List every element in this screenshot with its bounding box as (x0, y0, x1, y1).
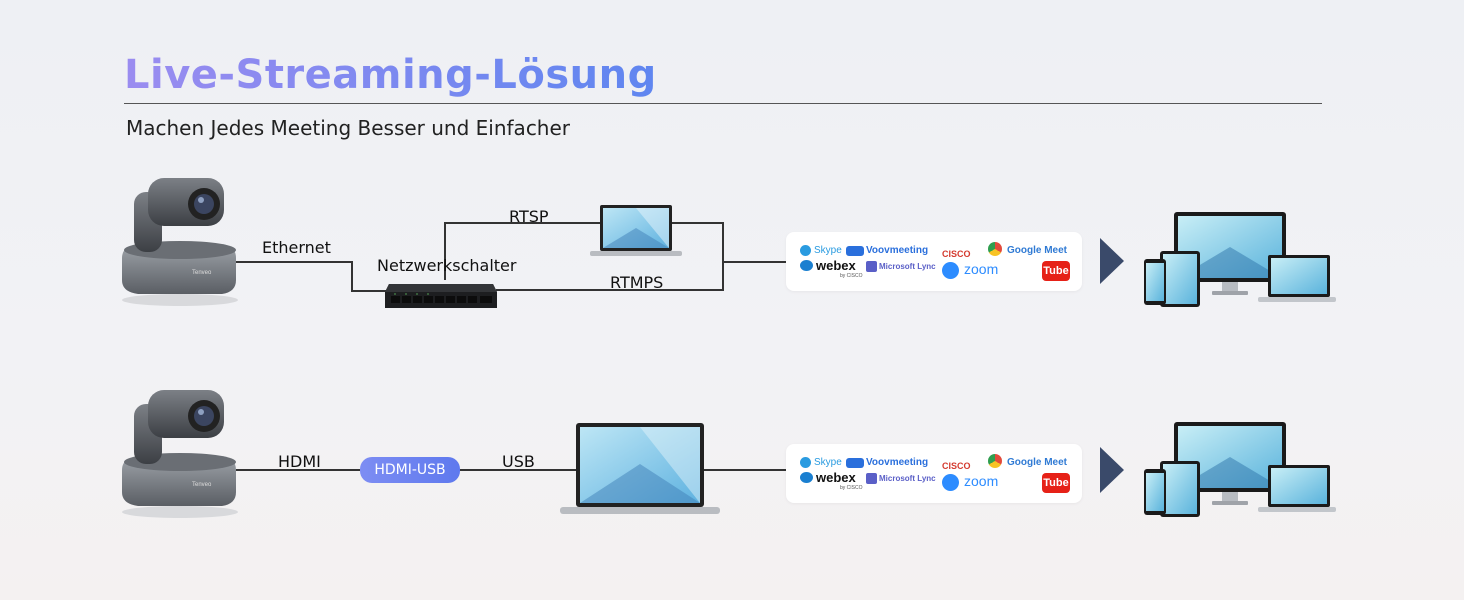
ptz-camera-2: Tenveo (122, 390, 238, 518)
voov-icon (846, 246, 864, 256)
title-divider (124, 103, 1322, 104)
wire-ethernet-down (351, 261, 353, 291)
ethernet-label: Ethernet (262, 238, 331, 257)
wire-hdmi (236, 469, 362, 471)
skype-logo-text: Skype (814, 245, 842, 256)
skype-icon (800, 245, 811, 256)
platforms-card-1: Skype Voovmeeting CISCO Google Meet webe… (786, 232, 1082, 291)
wire-rtmps (496, 289, 724, 291)
google-meet-logo-text: Google Meet (1007, 245, 1068, 256)
zoom-logo-text: zoom (964, 261, 999, 277)
zoom-icon (942, 262, 959, 279)
rtmps-label: RTMPS (610, 273, 664, 292)
camera-brand-text-2: Tenveo (192, 482, 212, 488)
wire-right-riser (722, 222, 724, 291)
wire-usb (458, 469, 578, 471)
zoom-icon (942, 474, 959, 491)
skype-icon (800, 457, 811, 468)
voov-logo-text: Voovmeeting (866, 457, 929, 468)
cisco-logo-text: CISCO (942, 461, 971, 471)
voov-icon (846, 458, 864, 468)
voov-logo-text: Voovmeeting (866, 245, 929, 256)
switch-label: Netzwerkschalter (377, 256, 517, 275)
wire-rtsp (444, 222, 604, 224)
webex-logo-text: webex (816, 470, 856, 485)
webex-sub-text: by CISCO (840, 273, 863, 279)
wire-rtsp-up (444, 222, 446, 280)
webex-icon (800, 260, 813, 271)
wire-to-platforms-2 (702, 469, 788, 471)
ptz-camera-1: Tenveo (122, 178, 238, 306)
hdmi-usb-adapter: HDMI-USB (360, 457, 460, 483)
google-meet-logo-text: Google Meet (1007, 457, 1068, 468)
devices-cluster-1 (1144, 212, 1336, 307)
arrow-right-icon (1100, 238, 1124, 284)
webex-icon (800, 472, 813, 483)
arrow-right-icon (1100, 447, 1124, 493)
chrome-icon (988, 242, 1002, 256)
youtube-icon: Tube (1042, 473, 1070, 493)
youtube-icon: Tube (1042, 261, 1070, 281)
webex-sub-text: by CISCO (840, 485, 863, 491)
platforms-card-2: Skype Voovmeeting CISCO Google Meet webe… (786, 444, 1082, 503)
wire-to-platforms-1 (722, 261, 788, 263)
webex-logo-text: webex (816, 258, 856, 273)
hdmi-label: HDMI (278, 452, 321, 471)
laptop-usb (560, 423, 720, 514)
skype-logo-text: Skype (814, 457, 842, 468)
page-title: Live-Streaming-Lösung (124, 52, 657, 98)
rtsp-label: RTSP (509, 207, 549, 226)
page-subtitle: Machen Jedes Meeting Besser und Einfache… (126, 116, 571, 140)
cisco-logo-text: CISCO (942, 249, 971, 259)
teams-icon (866, 261, 877, 272)
wire-laptop-out (672, 222, 724, 224)
lync-logo-text: Microsoft Lync (879, 262, 936, 271)
network-switch (385, 284, 497, 308)
wire-to-switch (351, 290, 391, 292)
zoom-logo-text: zoom (964, 473, 999, 489)
lync-logo-text: Microsoft Lync (879, 474, 936, 483)
teams-icon (866, 473, 877, 484)
laptop-rtsp (590, 205, 682, 256)
devices-cluster-2 (1144, 422, 1336, 517)
camera-brand-text: Tenveo (192, 270, 212, 276)
chrome-icon (988, 454, 1002, 468)
usb-label: USB (502, 452, 535, 471)
wire-ethernet (236, 261, 352, 263)
